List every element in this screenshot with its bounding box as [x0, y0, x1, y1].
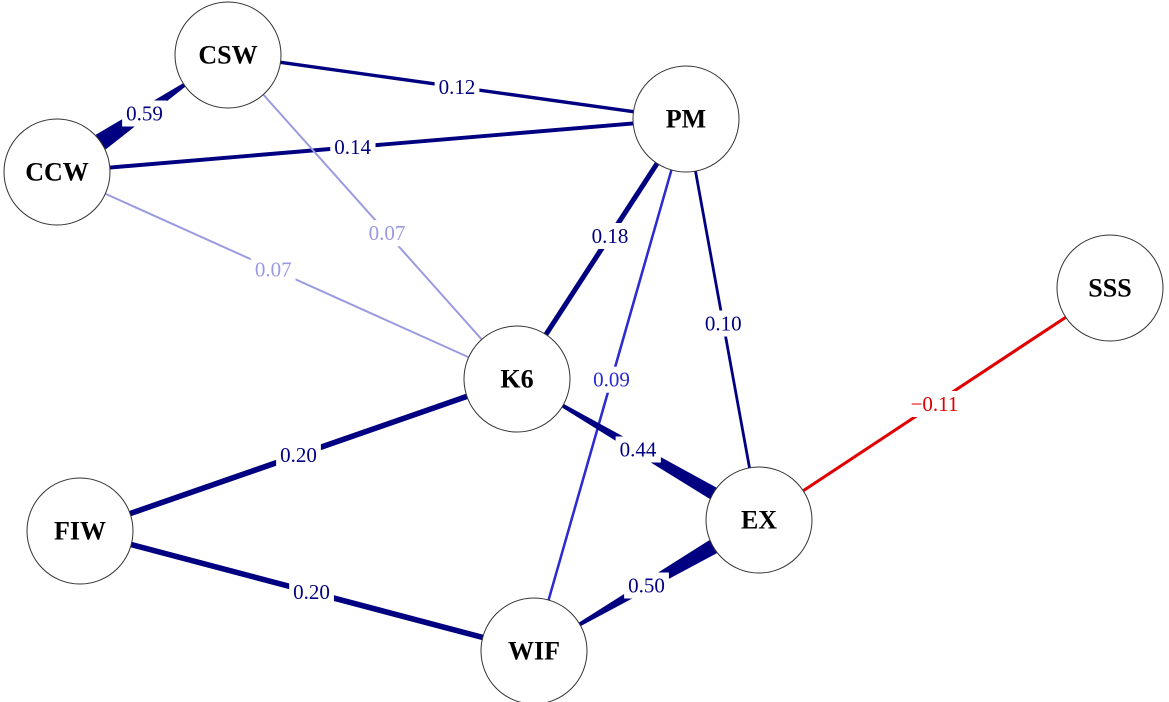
node-sss: SSS	[1056, 234, 1164, 342]
node-label: CCW	[25, 158, 89, 187]
node-wif: WIF	[480, 597, 588, 702]
edge-label-k6-ex: 0.44	[615, 436, 661, 463]
edge-csw-k6	[262, 93, 483, 341]
edge-label-pm-k6: 0.18	[587, 223, 633, 249]
svg-text:0.07: 0.07	[255, 257, 292, 281]
node-circle	[3, 118, 111, 226]
node-k6: K6	[463, 325, 571, 433]
node-circle	[480, 597, 588, 702]
edge-label-csw-pm: 0.12	[434, 74, 480, 100]
svg-text:0.09: 0.09	[593, 368, 630, 392]
edge-label-ccw-pm: 0.14	[330, 134, 376, 161]
node-ccw: CCW	[3, 118, 111, 226]
node-fiw: FIW	[26, 477, 134, 585]
node-ex: EX	[705, 466, 813, 574]
edge-label-wif-ex: 0.50	[624, 572, 669, 599]
node-label: EX	[741, 506, 777, 535]
node-circle	[705, 466, 813, 574]
svg-text:0.12: 0.12	[439, 75, 476, 99]
svg-text:0.59: 0.59	[126, 102, 163, 126]
node-label: SSS	[1088, 274, 1131, 303]
node-circle	[1056, 234, 1164, 342]
svg-text:0.44: 0.44	[620, 438, 657, 462]
edge-label-ccw-k6: 0.07	[250, 256, 296, 283]
node-circle	[26, 477, 134, 585]
svg-text:0.20: 0.20	[293, 580, 330, 604]
edge-label-fiw-k6: 0.20	[276, 442, 321, 468]
svg-text:0.20: 0.20	[280, 443, 317, 467]
node-label: WIF	[508, 637, 560, 666]
node-label: PM	[666, 105, 706, 134]
node-csw: CSW	[174, 1, 282, 109]
svg-text:0.14: 0.14	[334, 135, 371, 159]
node-circle	[174, 1, 282, 109]
svg-text:−0.11: −0.11	[911, 392, 959, 416]
node-circle	[632, 65, 740, 173]
node-label: FIW	[54, 517, 106, 546]
edges-layer	[95, 60, 1067, 641]
edge-label-sss-ex: −0.11	[906, 391, 963, 417]
svg-text:0.07: 0.07	[369, 221, 406, 245]
svg-text:0.18: 0.18	[592, 224, 629, 248]
svg-text:0.50: 0.50	[628, 574, 665, 598]
edge-label-fiw-wif: 0.20	[289, 579, 334, 606]
edge-labels-layer: 0.59 0.12 0.14 0.07 0.07 0.18 0.09 0.10 −0.11 0.4…	[122, 74, 963, 606]
svg-text:0.10: 0.10	[705, 312, 742, 336]
edge-label-csw-ccw: 0.59	[122, 100, 167, 127]
node-label: K6	[500, 365, 533, 394]
edge-label-pm-wif: 0.09	[589, 366, 634, 393]
edge-label-csw-k6: 0.07	[364, 220, 410, 247]
node-pm: PM	[632, 65, 740, 173]
node-label: CSW	[198, 41, 257, 70]
node-circle	[463, 325, 571, 433]
edge-label-pm-ex: 0.10	[700, 310, 746, 337]
